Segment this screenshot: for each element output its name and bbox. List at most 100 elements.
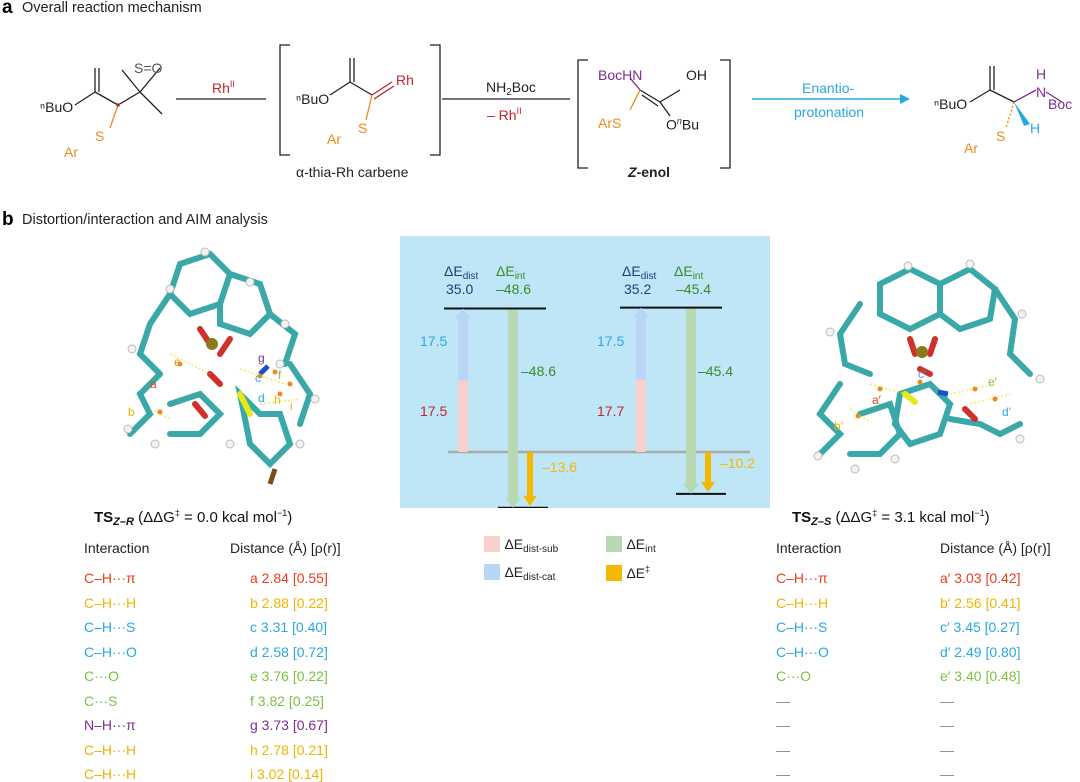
right-barrier-value: –10.2 [720, 455, 756, 471]
table-row-interaction: C–H···π [776, 570, 828, 586]
right-int-bar [686, 307, 696, 486]
mol-left-label-h: h [274, 393, 281, 407]
enol-ars: ArS [598, 115, 622, 131]
table-right-header-interaction: Interaction [776, 540, 842, 556]
right-dist-value: 35.2 [624, 281, 652, 297]
enol-nh: BocHN [598, 67, 643, 83]
left-int-arrowhead [505, 497, 521, 508]
mol-left-label-b: b [128, 405, 135, 419]
legend-dist-cat: ΔEdist-cat [484, 564, 555, 583]
table-row-distance: a 2.84 [0.55] [250, 570, 328, 586]
panel-a-title: Overall reaction mechanism [22, 0, 202, 16]
step2-minus-rh: – RhII [487, 106, 522, 123]
mol-left-label-a: a [150, 377, 157, 391]
table-row-distance: i 3.02 [0.14] [250, 766, 324, 782]
ylide-dot [116, 103, 120, 107]
table-row-interaction: C···S [84, 692, 118, 709]
panel-b-title: Distortion/interaction and AIM analysis [22, 212, 268, 228]
enol-oh: OH [686, 67, 707, 83]
table-row-interaction: — [776, 741, 790, 758]
table-row-interaction: C···O [776, 668, 811, 684]
table-row-interaction: C···O [84, 668, 119, 684]
product-boc: Boc [1048, 96, 1073, 112]
table-row-distance: — [940, 717, 954, 733]
right-dist-label: ΔEdist [622, 263, 657, 282]
product-nh-h: H [1036, 66, 1047, 82]
right-int-value: –45.4 [676, 281, 712, 297]
reactant-aryl: Ar [64, 144, 78, 160]
left-dist-cat-bar [458, 316, 468, 381]
energy-decomposition-diagram [400, 236, 770, 508]
step3-label-1: Enantio- [802, 80, 855, 96]
mol-left-label-f: f [278, 368, 282, 382]
table-row-interaction: C–H···π [84, 570, 136, 586]
table-row-interaction: — [776, 766, 790, 782]
legend-barrier: ΔE‡ [606, 564, 650, 583]
mol-right-label-c: c′ [918, 367, 927, 381]
mol-right-label-b: b′ [834, 419, 844, 433]
table-right-header-distance: Distance (Å) [ρ(r)] [940, 540, 1051, 556]
table-row-distance: e 3.76 [0.22] [250, 668, 328, 684]
product-ester: ⁿBuO [934, 96, 968, 112]
panel-a-label: a [2, 0, 13, 18]
table-row-distance: f 3.82 [0.25] [250, 692, 324, 709]
table-row-distance: — [940, 741, 954, 758]
left-barrier-arrowhead [523, 495, 537, 506]
left-barrier-value: –13.6 [542, 459, 578, 475]
left-int-value: –48.6 [496, 281, 532, 297]
table-row-distance: c 3.31 [0.40] [250, 619, 328, 635]
product-wedge [1014, 102, 1030, 126]
left-cat-value: 17.5 [420, 333, 448, 349]
mol-left-label-i: i [290, 399, 293, 413]
product-n: N [1036, 84, 1047, 100]
table-row-interaction: — [776, 692, 790, 709]
reactant-ester: ⁿBuO [40, 99, 74, 115]
right-dist-cat-bar [636, 315, 646, 380]
enol-obu: OnBu [666, 116, 700, 133]
table-row-distance: b′ 2.56 [0.41] [940, 594, 1021, 611]
table-left-header-interaction: Interaction [84, 540, 150, 556]
left-int-bar [508, 308, 518, 500]
table-row-distance: h 2.78 [0.21] [250, 741, 328, 758]
legend-dist-cat-swatch [484, 564, 500, 580]
table-row-interaction: N–H···π [84, 717, 136, 733]
right-barrier-bar [705, 452, 711, 484]
left-dist-value: 35.0 [446, 281, 474, 297]
product-sulfur: S [996, 128, 1006, 144]
enol-caption: Z-enol [628, 164, 671, 180]
table-left-header-distance: Distance (Å) [ρ(r)] [230, 540, 341, 556]
product-structure [969, 66, 1063, 129]
right-cat-value: 17.5 [597, 333, 625, 349]
left-dist-sub-bar [458, 380, 468, 452]
enol-bracket-right [720, 59, 731, 169]
step3-arrowhead [900, 94, 910, 104]
step2-reagent: NH2Boc [486, 79, 536, 98]
carbene-metal: Rh [396, 72, 414, 88]
left-barrier-bar [527, 452, 533, 498]
table-row-interaction: — [776, 717, 790, 733]
reactant-ylide: S=O [134, 60, 163, 76]
product-aryl: Ar [964, 140, 978, 156]
mol-left-label-e: e [174, 355, 181, 369]
table-row-distance: e′ 3.40 [0.48] [940, 668, 1021, 684]
carbene-structure [329, 58, 395, 121]
table-row-distance: — [940, 692, 954, 709]
legend-int: ΔEint [606, 536, 656, 555]
left-sub-value: 17.5 [420, 403, 448, 419]
right-int-bar-value: –45.4 [698, 363, 734, 379]
left-int-bar-value: –48.6 [521, 363, 557, 379]
table-row-interaction: C–H···H [84, 766, 137, 782]
carbene-bracket-left [279, 44, 290, 156]
product-h: H [1030, 120, 1041, 136]
ts-z-r-molecule: e a b g c d f h i [123, 247, 320, 485]
right-sub-value: 17.7 [597, 403, 625, 419]
mol-right-label-a: a′ [872, 393, 882, 407]
right-dist-sub-bar [636, 379, 646, 452]
table-row-interaction: C–H···S [84, 619, 136, 635]
enol-structure [629, 77, 681, 117]
right-int-arrowhead [683, 483, 699, 494]
table-row-distance: c′ 3.45 [0.27] [940, 619, 1020, 635]
table-row-distance: g 3.73 [0.67] [250, 717, 328, 733]
table-row-distance: a′ 3.03 [0.42] [940, 570, 1021, 586]
carbene-caption: α-thia-Rh carbene [296, 164, 409, 180]
